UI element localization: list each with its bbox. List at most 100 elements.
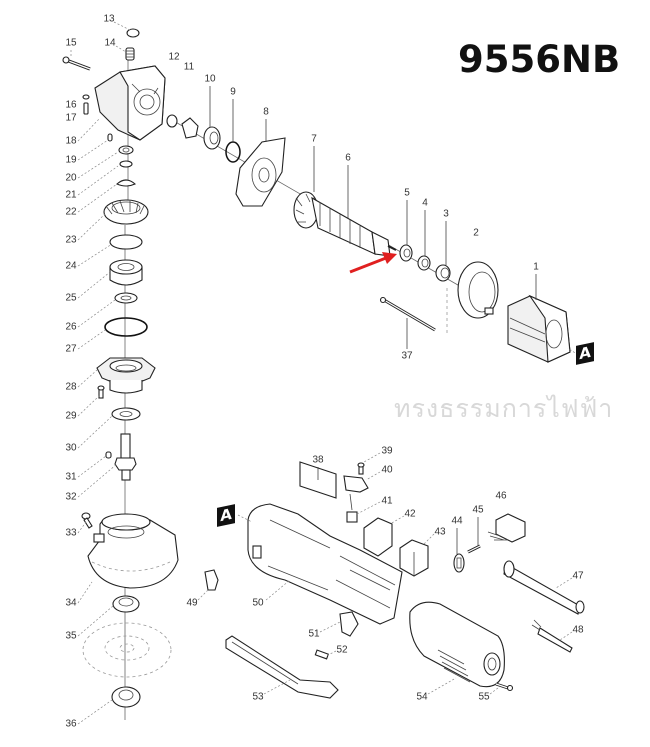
part-label-38: 38 bbox=[312, 454, 324, 466]
part-24-ball-bearing bbox=[109, 259, 143, 286]
part-label-16: 16 bbox=[65, 99, 77, 111]
highlight-arrow bbox=[349, 252, 397, 274]
part-label-2: 2 bbox=[473, 227, 479, 239]
part-35-inner-flange bbox=[112, 595, 140, 613]
part-label-6: 6 bbox=[345, 152, 351, 164]
part-22-bevel-gear bbox=[103, 199, 149, 225]
part-label-33: 33 bbox=[65, 527, 77, 539]
part-15-bolt bbox=[62, 56, 91, 71]
part-label-15: 15 bbox=[65, 37, 77, 49]
part-23-retaining-ring bbox=[109, 234, 143, 250]
part-43-switch bbox=[399, 539, 429, 577]
part-4-insulation-washer bbox=[417, 255, 431, 271]
part-label-25: 25 bbox=[65, 292, 77, 304]
part-40-brush-holder bbox=[343, 475, 369, 493]
part-47-cord-guard bbox=[503, 560, 585, 615]
part-label-48: 48 bbox=[572, 624, 584, 636]
part-28-bearing-box bbox=[96, 357, 156, 394]
part-54-rear-cover bbox=[409, 601, 505, 688]
part-label-43: 43 bbox=[434, 526, 446, 538]
part-label-26: 26 bbox=[65, 321, 77, 333]
part-label-45: 45 bbox=[472, 504, 484, 516]
part-19-pin bbox=[107, 133, 113, 142]
part-46-noise-suppressor bbox=[487, 513, 526, 543]
part-label-13: 13 bbox=[103, 13, 115, 25]
part-label-20: 20 bbox=[65, 172, 77, 184]
part-label-8: 8 bbox=[263, 106, 269, 118]
part-13-lock-cap bbox=[126, 28, 140, 38]
part-label-31: 31 bbox=[65, 471, 77, 483]
part-label-22: 22 bbox=[65, 206, 77, 218]
part-label-5: 5 bbox=[404, 187, 410, 199]
part-label-53: 53 bbox=[252, 691, 264, 703]
part-10-ball-bearing bbox=[203, 126, 221, 150]
part-label-27: 27 bbox=[65, 343, 77, 355]
part-label-54: 54 bbox=[416, 691, 428, 703]
part-label-11: 11 bbox=[183, 61, 195, 73]
reference-badge-a-top: A bbox=[576, 342, 594, 365]
part-51-lever-holder bbox=[339, 611, 359, 637]
part-5-ball-bearing bbox=[399, 244, 413, 262]
part-1-field bbox=[507, 294, 571, 363]
part-label-19: 19 bbox=[65, 154, 77, 166]
part-label-7: 7 bbox=[311, 133, 317, 145]
part-2-fan-baffle bbox=[457, 261, 499, 319]
part-14-spring bbox=[125, 47, 135, 61]
part-label-23: 23 bbox=[65, 234, 77, 246]
part-label-1: 1 bbox=[533, 261, 539, 273]
part-45-screw bbox=[467, 544, 481, 554]
part-label-32: 32 bbox=[65, 491, 77, 503]
part-55-screw bbox=[495, 682, 514, 692]
part-17-pin bbox=[83, 102, 89, 115]
shop-watermark: ทรงธรรมการไฟฟ้า bbox=[394, 394, 614, 423]
part-label-3: 3 bbox=[443, 208, 449, 220]
part-11-rubber-ring bbox=[181, 117, 199, 139]
part-42-cover bbox=[363, 517, 393, 557]
part-label-39: 39 bbox=[381, 445, 393, 457]
part-34-wheel-guard bbox=[87, 513, 179, 589]
part-label-28: 28 bbox=[65, 381, 77, 393]
part-29-screw bbox=[97, 385, 105, 399]
part-32-spindle bbox=[114, 433, 137, 481]
grinding-wheel-outline bbox=[82, 622, 172, 678]
part-label-36: 36 bbox=[65, 718, 77, 730]
part-label-17: 17 bbox=[65, 112, 77, 124]
model-number-title: 9556NB bbox=[458, 38, 621, 81]
part-label-37: 37 bbox=[401, 350, 413, 362]
part-label-12: 12 bbox=[168, 51, 180, 63]
part-30-washer bbox=[111, 407, 141, 421]
part-36-lock-nut bbox=[111, 686, 141, 708]
part-12-bushing bbox=[166, 114, 178, 128]
part-21b-washer bbox=[115, 179, 137, 187]
part-44-strain-relief bbox=[453, 553, 465, 573]
part-26-o-ring bbox=[104, 317, 148, 337]
part-18-gear-housing bbox=[94, 65, 166, 141]
part-41-carbon-brush bbox=[346, 493, 358, 523]
part-21-retaining-ring bbox=[119, 160, 133, 168]
part-label-10: 10 bbox=[204, 73, 216, 85]
part-label-55: 55 bbox=[478, 691, 490, 703]
part-label-50: 50 bbox=[252, 597, 264, 609]
part-label-34: 34 bbox=[65, 597, 77, 609]
part-label-44: 44 bbox=[451, 515, 463, 527]
part-3-bearing-holder bbox=[435, 264, 451, 282]
part-label-40: 40 bbox=[381, 464, 393, 476]
part-8-baffle-plate bbox=[235, 137, 286, 207]
reference-badge-a-bottom: A bbox=[217, 504, 235, 527]
part-label-4: 4 bbox=[422, 197, 428, 209]
part-33-bolt bbox=[81, 512, 93, 529]
part-48-cord bbox=[531, 619, 573, 653]
part-25-washer bbox=[114, 292, 138, 304]
part-52-spring bbox=[314, 649, 330, 660]
part-label-49: 49 bbox=[186, 597, 198, 609]
part-label-51: 51 bbox=[308, 628, 320, 640]
part-37-through-bolt bbox=[379, 296, 436, 332]
part-31-key bbox=[105, 451, 112, 459]
part-39-screw bbox=[357, 462, 365, 475]
part-label-35: 35 bbox=[65, 630, 77, 642]
part-6-armature bbox=[293, 191, 397, 257]
leader-lines bbox=[70, 21, 579, 725]
part-label-21: 21 bbox=[65, 189, 77, 201]
part-53-switch-lever bbox=[225, 635, 339, 699]
part-label-42: 42 bbox=[404, 508, 416, 520]
